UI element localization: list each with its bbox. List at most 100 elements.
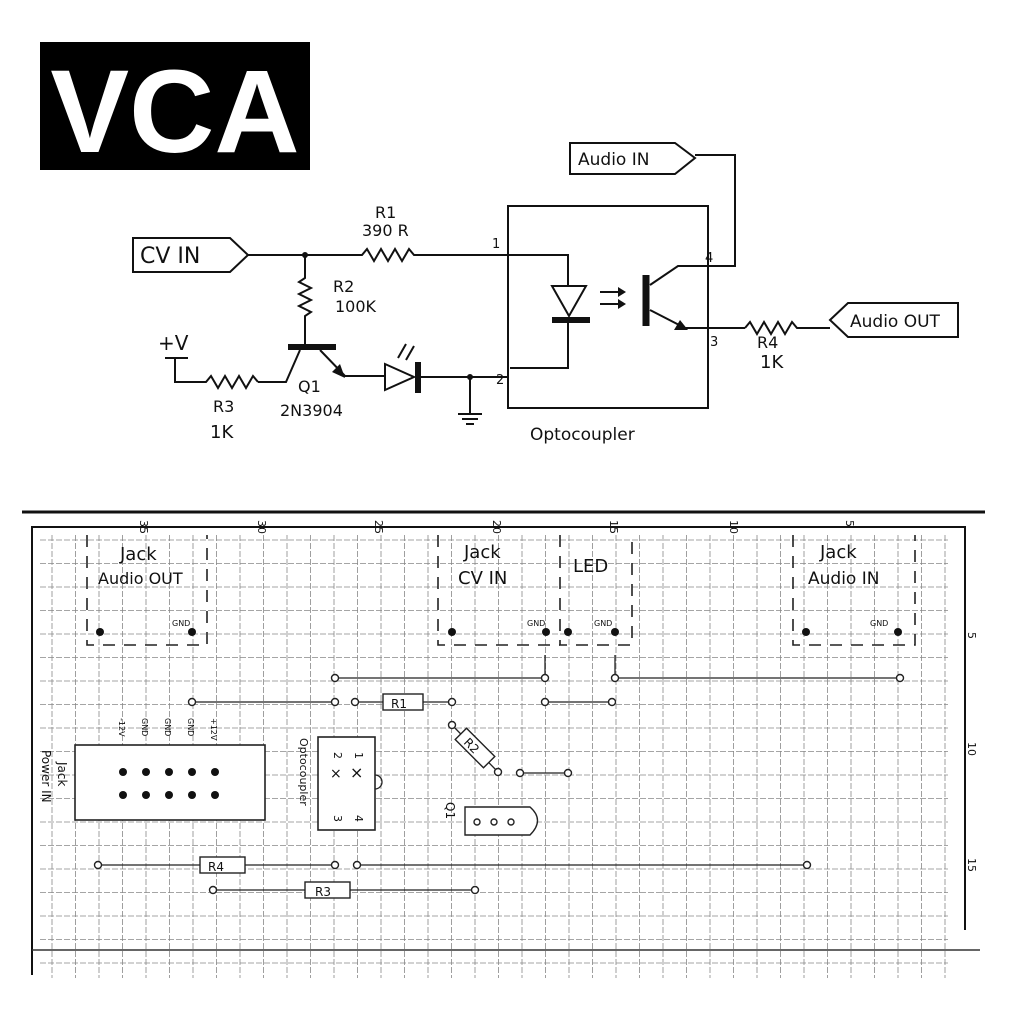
power-pin-pad: [211, 791, 219, 799]
r1-value: 390 R: [362, 221, 409, 240]
pin-4: 4: [705, 251, 713, 266]
board-optocoupler: Optocoupler 1 2 3 4 ××: [297, 736, 383, 831]
q1-base-lead: [258, 349, 301, 383]
power-pin-pad: [119, 768, 127, 776]
opto-led-triangle: [550, 285, 588, 319]
pin-1: 1: [492, 237, 500, 252]
power-pin-pad: [142, 768, 150, 776]
q1-value: 2N3904: [280, 401, 343, 420]
led-light-arrows-icon: [397, 343, 415, 361]
pin-2: 2: [496, 373, 504, 388]
svg-text:Audio IN: Audio IN: [808, 569, 879, 589]
r3-resistor: [174, 358, 259, 390]
cv-in-tag: [132, 237, 250, 273]
opto-led-wires: [510, 254, 569, 369]
schematic: CV IN R1 390 R R2 100K Q1 2N3904 +V R3 1…: [132, 142, 959, 445]
board-wires: [98, 655, 900, 891]
vca-logo: VCA: [40, 42, 310, 178]
svg-text:35: 35: [137, 520, 150, 534]
ground-icon: [458, 377, 482, 425]
perfboard-layout: 35 30 25 20 15 10 5 5 10 15 Jack Audio O…: [22, 510, 985, 978]
jack-audio-out-footprint: Jack Audio OUT GND: [86, 535, 208, 646]
svg-text:GND: GND: [186, 718, 195, 736]
svg-text:Jack: Jack: [819, 542, 857, 563]
svg-text:10: 10: [965, 742, 978, 756]
q1-emitter-arrow: [332, 364, 345, 378]
svg-text:Audio OUT: Audio OUT: [98, 569, 183, 588]
svg-text:×: ×: [350, 763, 363, 782]
svg-text:3: 3: [331, 815, 344, 822]
svg-text:15: 15: [965, 858, 978, 872]
audio-out-label: Audio OUT: [850, 312, 941, 332]
svg-text:5: 5: [965, 632, 978, 639]
svg-text:GND: GND: [140, 718, 149, 736]
svg-text:GND: GND: [163, 718, 172, 736]
svg-text:Jack: Jack: [119, 544, 157, 565]
audio-in-label: Audio IN: [578, 150, 649, 170]
power-pin-pad: [188, 768, 196, 776]
audio-in-tag: [569, 142, 697, 175]
svg-text:CV IN: CV IN: [458, 568, 507, 589]
r2-value: 100K: [335, 297, 377, 316]
svg-text:20: 20: [490, 520, 503, 534]
svg-text:-12V: -12V: [117, 718, 126, 737]
svg-text:5: 5: [843, 520, 856, 527]
pin-3: 3: [710, 335, 718, 350]
r4-value: 1K: [760, 352, 784, 373]
svg-text:Q1: Q1: [443, 802, 457, 819]
board-r4: R4: [199, 856, 246, 874]
opto-light-arrows-icon: [600, 291, 620, 305]
q1-emitter: [319, 349, 385, 377]
jack-cv-in-footprint: Jack CV IN GND: [437, 535, 560, 646]
r1-label: R1: [375, 203, 396, 222]
svg-text:R4: R4: [208, 860, 224, 874]
r4-label: R4: [757, 333, 778, 352]
svg-text:×: ×: [330, 766, 342, 782]
r2-resistor: [296, 255, 314, 345]
svg-text:R3: R3: [315, 885, 331, 899]
power-pin-pad: [188, 791, 196, 799]
svg-text:GND: GND: [870, 619, 888, 628]
q1-label: Q1: [298, 377, 321, 396]
svg-text:GND: GND: [527, 619, 545, 628]
svg-text:Optocoupler: Optocoupler: [297, 738, 310, 806]
board-vias: [93, 673, 905, 895]
side-ticks: 5 10 15: [965, 632, 978, 872]
svg-text:LED: LED: [573, 556, 608, 577]
logo-text: VCA: [50, 46, 299, 178]
top-ticks: 35 30 25 20 15 10 5: [137, 520, 856, 534]
board-outline: [31, 526, 966, 975]
jack-audio-in-footprint: Jack Audio IN GND: [792, 535, 916, 646]
svg-text:1: 1: [352, 752, 365, 759]
optocoupler-box: [507, 205, 709, 409]
svg-text:GND: GND: [172, 619, 190, 628]
power-pin-pad: [165, 768, 173, 776]
phototransistor-collector: [649, 154, 736, 286]
r3-label: R3: [213, 397, 234, 416]
power-pin-pad: [119, 791, 127, 799]
power-pin-pad: [142, 791, 150, 799]
cv-in-label: CV IN: [140, 244, 200, 269]
r4-resistor: [744, 320, 830, 336]
svg-text:10: 10: [727, 520, 740, 534]
power-pin-pad: [165, 791, 173, 799]
svg-text:30: 30: [255, 520, 268, 534]
svg-text:+12V: +12V: [209, 718, 218, 741]
r1-resistor: [248, 247, 510, 263]
plus-v-label: +V: [158, 331, 189, 355]
power-pin-pad: [211, 768, 219, 776]
board-q1: Q1: [443, 802, 539, 836]
phototransistor-emitter: [649, 309, 745, 329]
led-footprint: LED GND: [559, 535, 633, 646]
board-r3: R3: [304, 881, 351, 899]
svg-text:Power IN: Power IN: [39, 750, 53, 803]
svg-text:4: 4: [352, 815, 365, 822]
svg-text:R1: R1: [391, 697, 407, 711]
r2-label: R2: [333, 277, 354, 296]
audio-out-tag: [828, 302, 959, 338]
svg-text:15: 15: [607, 520, 620, 534]
board-r2: R2: [454, 727, 496, 769]
board-power-jack: Power IN Jack -12V GND GND GND +12V: [39, 718, 266, 821]
r3-value: 1K: [210, 422, 234, 443]
